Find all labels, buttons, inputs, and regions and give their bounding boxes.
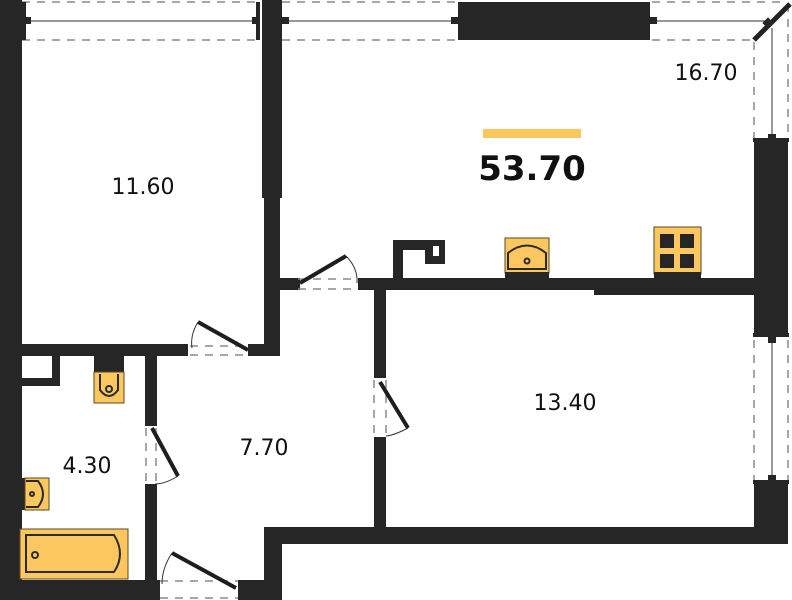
stove-icon <box>653 226 702 278</box>
room-area-hallway: 7.70 <box>240 436 289 461</box>
toilet-icon <box>93 355 125 404</box>
door-bathroom[interactable] <box>145 427 180 485</box>
window-bedroom-top <box>22 1 262 41</box>
room-area-kitchen-living: 16.70 <box>675 61 738 86</box>
bathtub-icon <box>19 528 129 580</box>
room-area-bedroom: 11.60 <box>112 175 175 200</box>
door-kitchen[interactable] <box>298 254 358 290</box>
total-area: 53.70 <box>478 149 586 189</box>
window-room-right <box>753 335 789 483</box>
room-area-bathroom: 4.30 <box>63 454 112 479</box>
door-room[interactable] <box>373 380 410 437</box>
kitchen-sink-icon <box>504 237 550 278</box>
door-bedroom[interactable] <box>190 320 249 356</box>
washbasin-icon <box>21 477 50 511</box>
room-area-room: 13.40 <box>534 391 597 416</box>
total-area-accent-bar <box>483 129 581 138</box>
door-entrance[interactable] <box>160 551 238 599</box>
window-kitchen-top <box>282 1 458 41</box>
